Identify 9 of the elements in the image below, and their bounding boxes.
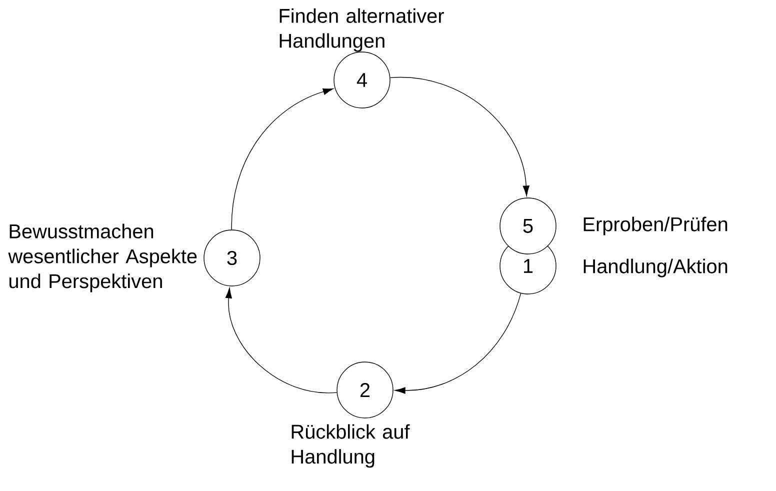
step-label: Erproben/Prüfen (584, 216, 728, 236)
step-label: Handlung/Aktion (584, 258, 728, 278)
arrow (394, 293, 522, 394)
step-label: Bewusstmachen wesentlicher Aspekte und Perspektiven (8, 224, 197, 292)
arrow (390, 77, 530, 196)
arrow (225, 288, 338, 394)
step-label: Rückblick auf Handlung (292, 424, 410, 468)
step-label: Finden alternativer Handlungen (280, 8, 444, 52)
arrow (231, 88, 334, 230)
